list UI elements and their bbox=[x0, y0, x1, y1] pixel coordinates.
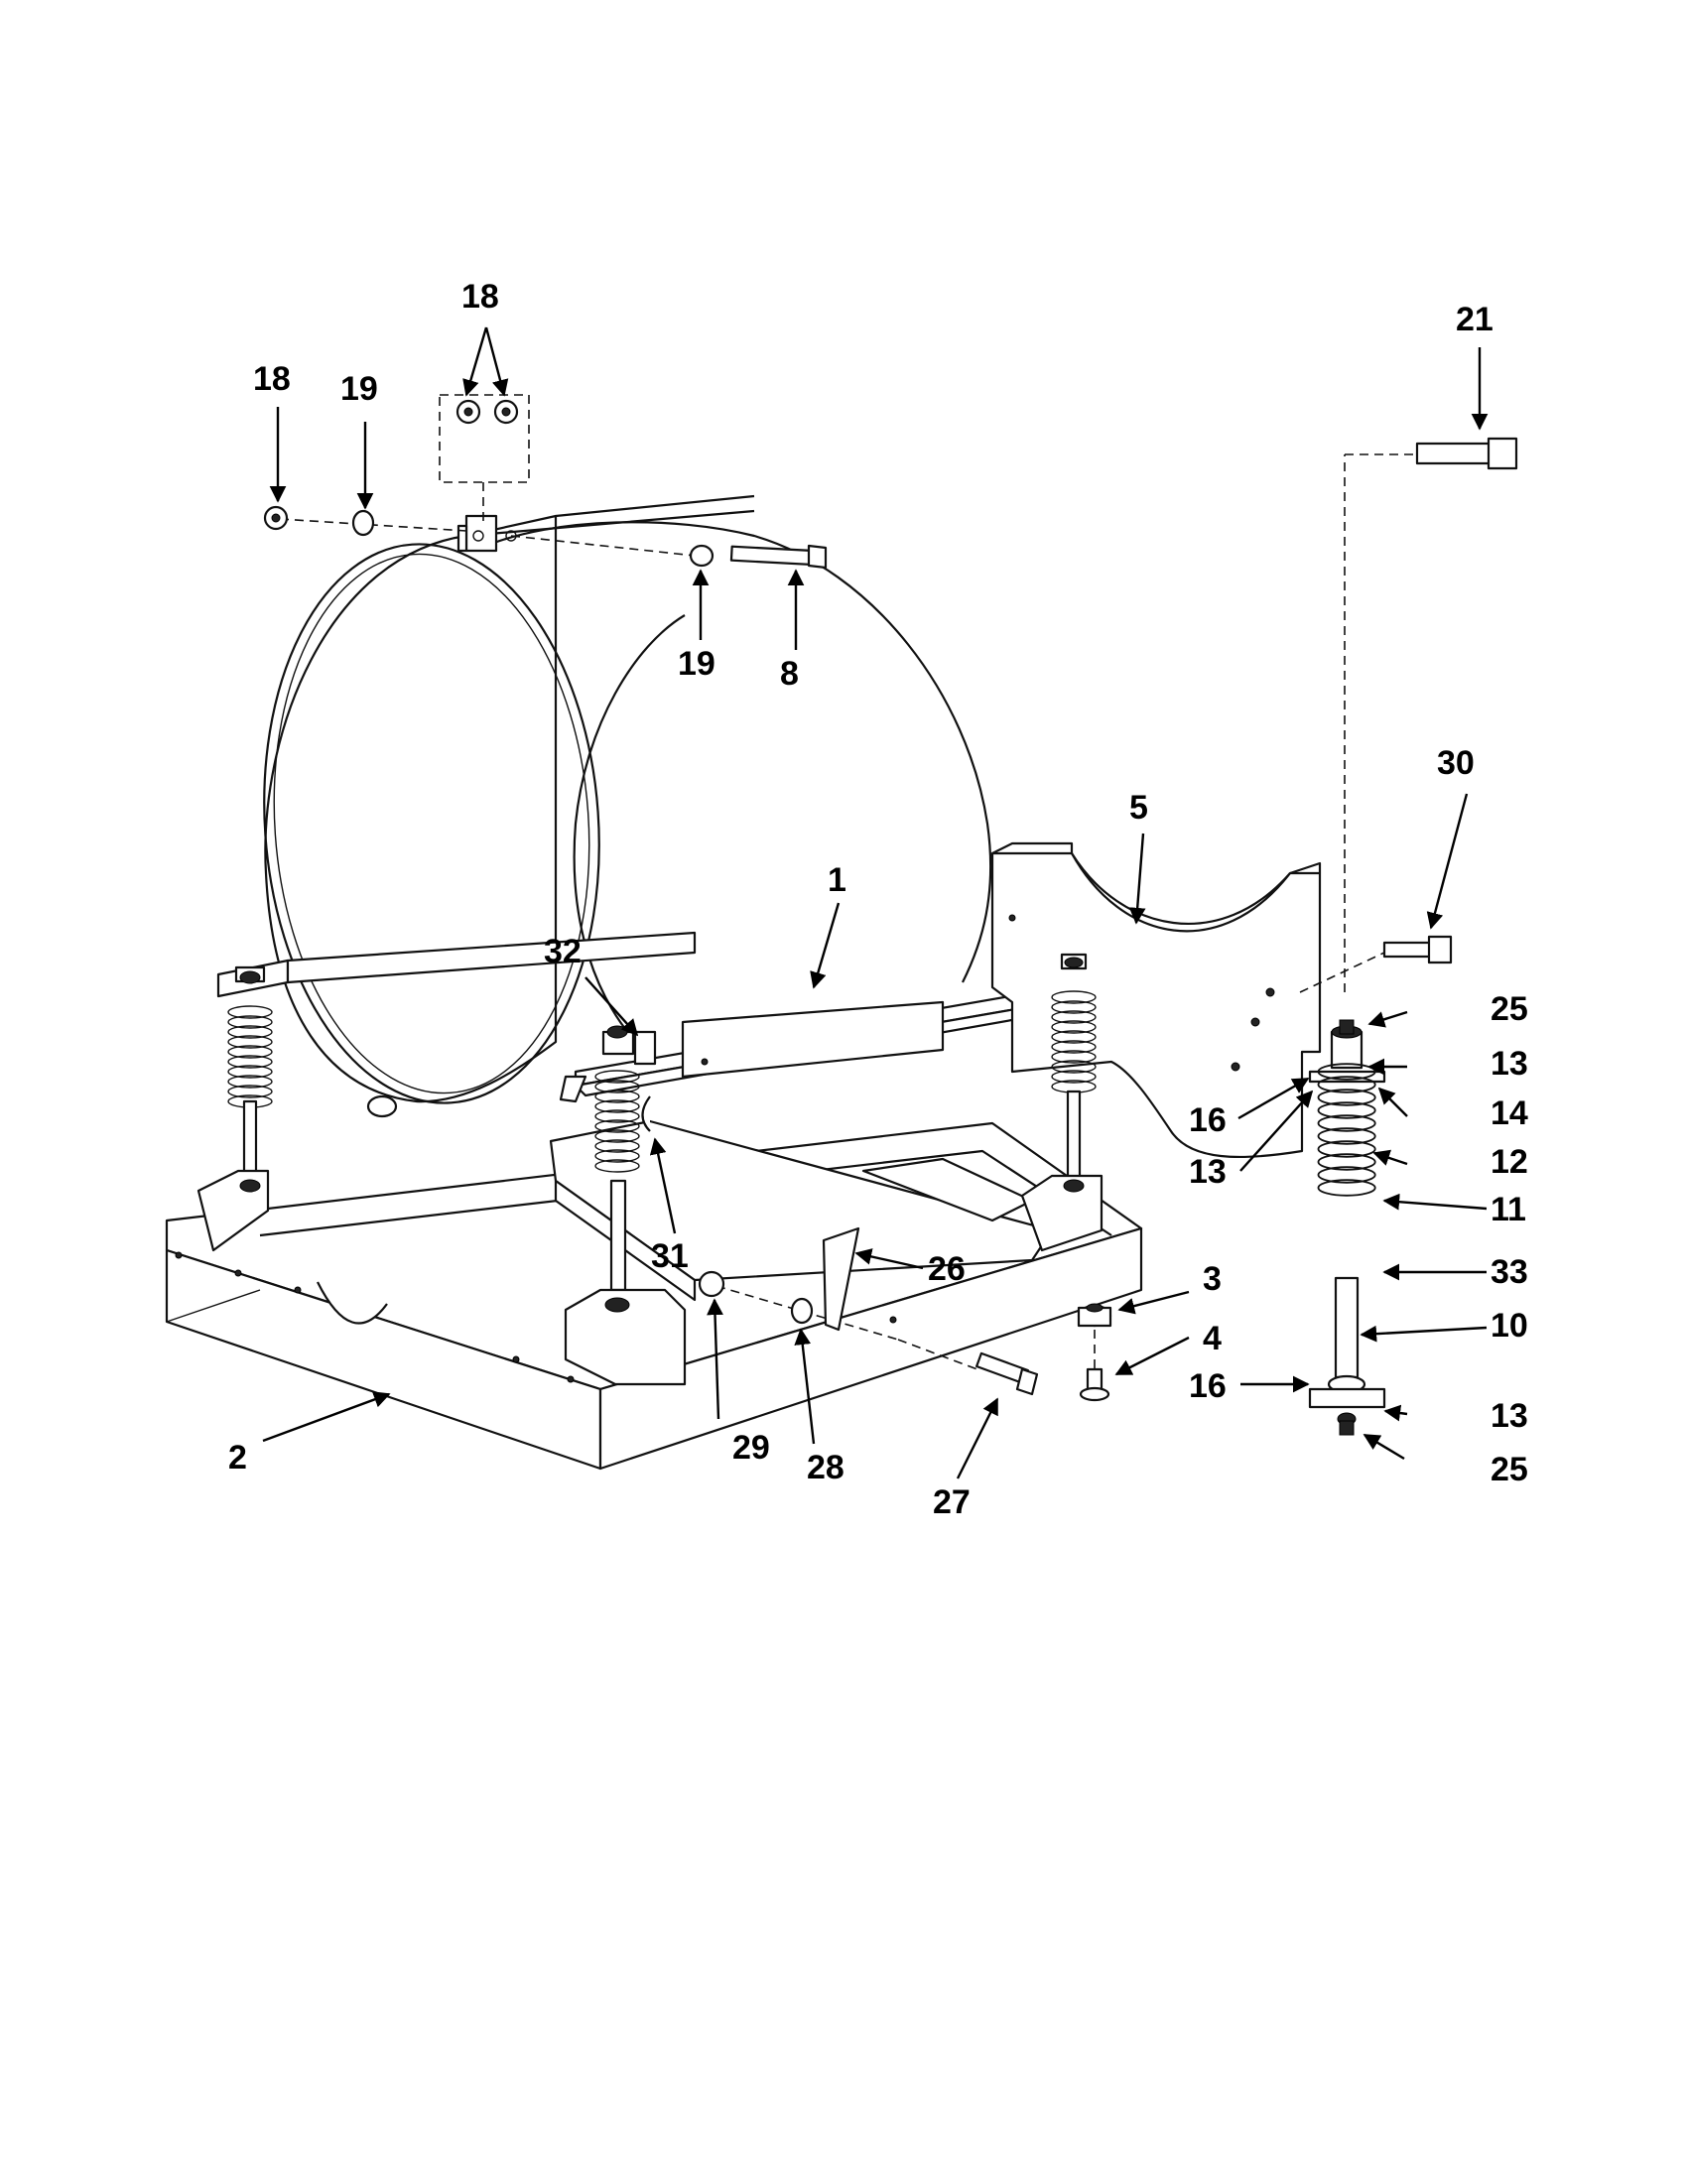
callout-19-right: 19 bbox=[678, 645, 715, 683]
callout-3: 3 bbox=[1203, 1260, 1222, 1298]
callout-33: 33 bbox=[1491, 1253, 1528, 1291]
callout-14: 14 bbox=[1491, 1094, 1528, 1132]
callout-4: 4 bbox=[1203, 1320, 1222, 1357]
callout-13-mid: 13 bbox=[1189, 1153, 1227, 1191]
callout-25-top: 25 bbox=[1491, 990, 1528, 1028]
callout-27: 27 bbox=[933, 1483, 971, 1521]
front-left-suspension bbox=[564, 1025, 687, 1386]
support-rails bbox=[216, 931, 1104, 1103]
callout-16-bottom: 16 bbox=[1189, 1367, 1227, 1405]
callout-30: 30 bbox=[1437, 744, 1475, 782]
callout-32: 32 bbox=[544, 933, 582, 970]
callout-26: 26 bbox=[928, 1250, 966, 1288]
callout-11: 11 bbox=[1491, 1191, 1526, 1228]
callout-18-left: 18 bbox=[253, 360, 291, 398]
left-rear-suspension bbox=[196, 965, 273, 1252]
callout-19-left: 19 bbox=[340, 370, 378, 408]
drum bbox=[263, 494, 992, 1118]
callout-16-top: 16 bbox=[1189, 1101, 1227, 1139]
callout-12: 12 bbox=[1491, 1143, 1528, 1181]
callout-21: 21 bbox=[1456, 301, 1493, 338]
callout-8: 8 bbox=[780, 655, 799, 693]
callout-29: 29 bbox=[732, 1429, 770, 1467]
callout-25-bottom: 25 bbox=[1491, 1451, 1528, 1488]
exploded-suspension-assembly bbox=[1308, 1019, 1386, 1436]
callout-labels: 18 19 18 19 8 21 30 5 1 32 31 26 2 3 4 2… bbox=[228, 278, 1528, 1521]
callout-28: 28 bbox=[807, 1449, 844, 1486]
callout-31: 31 bbox=[651, 1237, 689, 1275]
callout-18-top: 18 bbox=[461, 278, 499, 316]
callout-10: 10 bbox=[1491, 1307, 1528, 1345]
callout-13-top: 13 bbox=[1491, 1045, 1528, 1083]
callout-5: 5 bbox=[1129, 789, 1148, 827]
right-rear-suspension bbox=[1020, 953, 1104, 1252]
callout-leaders bbox=[262, 326, 1489, 1479]
callout-13-bottom: 13 bbox=[1491, 1397, 1528, 1435]
callout-2: 2 bbox=[228, 1439, 247, 1477]
callout-1: 1 bbox=[828, 861, 846, 899]
fasteners bbox=[263, 394, 1518, 1402]
saddle-bracket bbox=[990, 841, 1322, 1159]
